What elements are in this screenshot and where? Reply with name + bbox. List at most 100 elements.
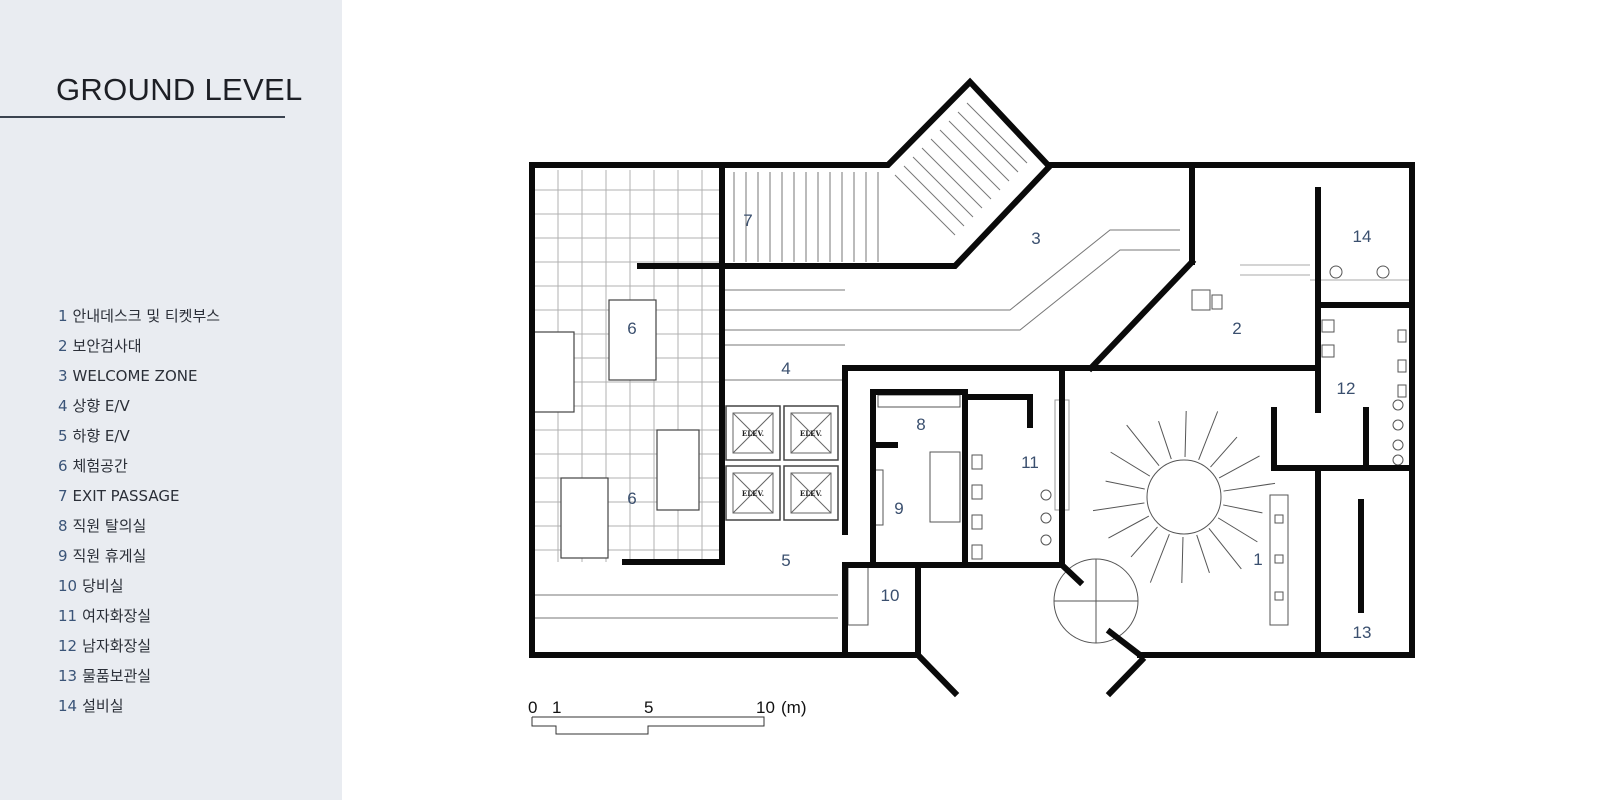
legend-number: 13	[58, 667, 78, 685]
room-label-9: 9	[894, 499, 903, 518]
elevator-bank: ELEV. ELEV. ELEV. ELEV.	[725, 405, 839, 521]
rotunda-ray	[1130, 526, 1158, 558]
stair-tread	[903, 165, 965, 227]
rotunda-ray	[1181, 536, 1184, 583]
legend-number: 12	[58, 637, 78, 655]
rotunda-ray	[1184, 411, 1187, 458]
legend-number: 5	[58, 427, 68, 445]
toilet-stall	[971, 454, 983, 470]
room-label-6a: 6	[627, 319, 636, 338]
elevator-label: ELEV.	[742, 489, 764, 498]
welcome-stairs	[894, 102, 1028, 236]
rotunda-ray	[1196, 534, 1210, 574]
room-label-12: 12	[1337, 379, 1356, 398]
sink	[1040, 534, 1052, 546]
room-label-14: 14	[1353, 227, 1372, 246]
legend-number: 11	[58, 607, 78, 625]
legend-number: 7	[58, 487, 68, 505]
exit-stairs	[733, 172, 879, 262]
legend-number: 10	[58, 577, 78, 595]
sink	[1392, 419, 1404, 431]
stair-tread	[930, 138, 992, 200]
outer-wall-west	[529, 162, 921, 658]
legend-label: 여자화장실	[82, 607, 152, 625]
legend-number: 2	[58, 337, 68, 355]
room-label-4: 4	[781, 359, 790, 378]
elevator-cross	[732, 472, 774, 514]
toilet-fixtures	[971, 319, 1407, 560]
stair-tread	[921, 147, 983, 209]
rotunda-ray	[1218, 455, 1260, 479]
urinal	[1397, 359, 1407, 373]
urinal	[1397, 329, 1407, 343]
scale-tick-0: 0	[528, 698, 537, 717]
legend-number: 8	[58, 517, 68, 535]
room-label-3: 3	[1031, 229, 1040, 248]
room-label-13: 13	[1353, 623, 1372, 642]
rotunda-ray	[1217, 517, 1258, 543]
scale-bar: 0 1 5 10 (m)	[528, 698, 806, 735]
scale-tick-5: 5	[644, 698, 653, 717]
room-label-6b: 6	[627, 489, 636, 508]
rotunda-ray	[1110, 451, 1151, 477]
sink	[1040, 489, 1052, 501]
elevator-label: ELEV.	[800, 429, 822, 438]
elevator-label: ELEV.	[742, 429, 764, 438]
room-label-8: 8	[916, 415, 925, 434]
elevator-car	[732, 472, 774, 514]
room-labels: 1 2 3 4 5 6 6 7 8 9 10 11 12 13 14	[627, 211, 1371, 642]
legend-label: 당비실	[82, 577, 124, 595]
rotunda-rays	[1092, 411, 1276, 583]
legend-label: WELCOME ZONE	[72, 367, 198, 385]
legend-number: 3	[58, 367, 68, 385]
legend-number: 1	[58, 307, 68, 325]
title-underline	[0, 116, 285, 118]
rotunda-ray	[1108, 515, 1150, 539]
sink	[1392, 439, 1404, 451]
urinal	[1397, 384, 1407, 398]
break-table	[929, 451, 961, 523]
room-label-10: 10	[881, 586, 900, 605]
stair-tread	[894, 174, 956, 236]
rotunda-ray	[1126, 424, 1160, 467]
legend-label: 남자화장실	[82, 637, 152, 655]
legend-label: 보안검사대	[72, 337, 142, 355]
legend-label: 안내데스크 및 티켓부스	[72, 307, 221, 325]
lockers	[877, 394, 961, 408]
stair-tread	[912, 156, 974, 218]
room-label-7: 7	[743, 211, 752, 230]
toilet-stall	[971, 544, 983, 560]
rotunda-core	[1146, 459, 1222, 535]
info-desk	[1269, 494, 1289, 626]
pantry-counter	[847, 564, 869, 626]
legend-number: 14	[58, 697, 78, 715]
rotunda-ray	[1223, 504, 1263, 514]
elevator-car	[790, 472, 832, 514]
detail-lines	[532, 102, 1410, 619]
legend-number: 6	[58, 457, 68, 475]
elevator-cross	[732, 412, 774, 454]
elevator-car	[732, 412, 774, 454]
sink	[1392, 454, 1404, 466]
sink	[1392, 399, 1404, 411]
rotunda-ray	[1198, 411, 1219, 460]
rotunda-ray	[1210, 436, 1238, 468]
legend-label: 설비실	[82, 697, 124, 715]
rotunda-ray	[1149, 534, 1170, 583]
legend-label: 물품보관실	[82, 667, 152, 685]
escalator-lines	[724, 289, 845, 381]
rotunda-ray	[1208, 527, 1242, 570]
elevator-label: ELEV.	[800, 489, 822, 498]
toilet-stall	[1321, 319, 1335, 333]
